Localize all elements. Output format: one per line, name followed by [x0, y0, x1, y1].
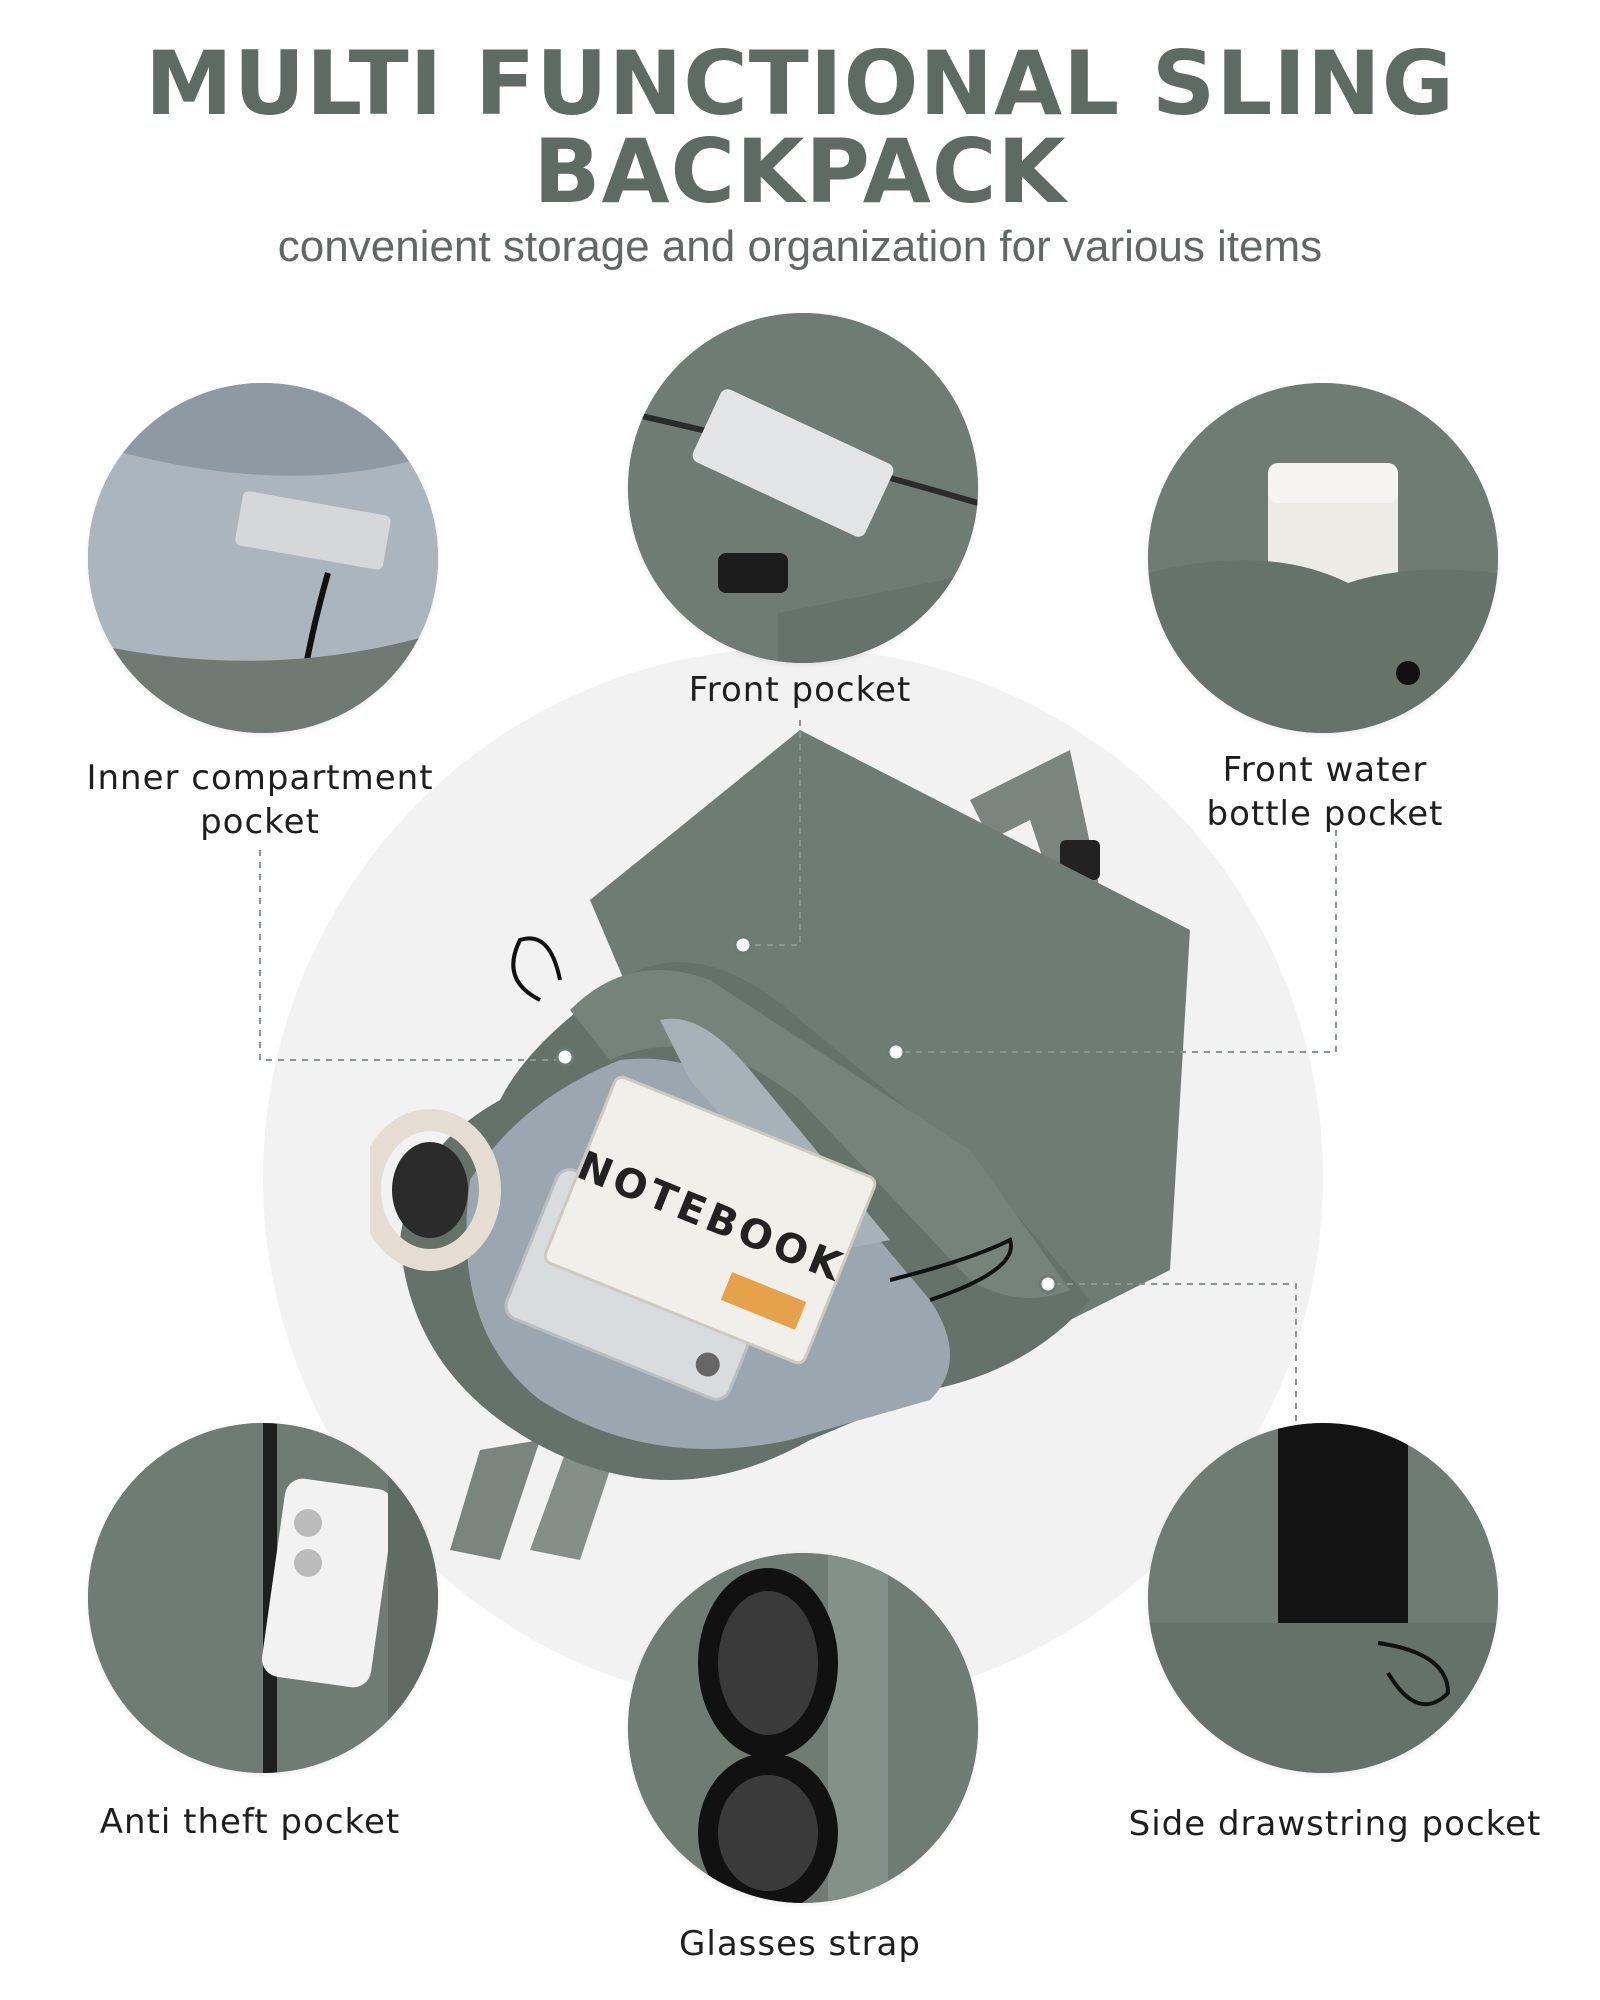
label-glasses-strap: Glasses strap — [679, 1924, 921, 1964]
anti-theft-thumbnail — [88, 1423, 438, 1773]
callout-dot-inner — [555, 1047, 575, 1067]
front-pocket-thumbnail — [628, 313, 978, 663]
callout-dot-bottle — [886, 1042, 906, 1062]
title-line-1: MULTI FUNCTIONAL SLING — [145, 32, 1455, 135]
label-inner-compartment: Inner compartment pocket — [80, 756, 440, 844]
callout-dot-side — [1038, 1274, 1058, 1294]
glasses-strap-thumbnail — [628, 1553, 978, 1903]
callout-water-bottle — [896, 830, 1337, 1053]
label-anti-theft: Anti theft pocket — [99, 1802, 401, 1842]
drawstring-side — [889, 1237, 1013, 1302]
inner-compartment-thumbnail — [88, 383, 438, 733]
white-sunglasses — [370, 1109, 501, 1271]
drawstring-top — [511, 936, 562, 1002]
label-water-bottle: Front water bottle pocket — [1150, 748, 1500, 836]
water-bottle-thumbnail — [1148, 383, 1498, 733]
side-drawstring-thumbnail — [1148, 1423, 1498, 1773]
callout-inner-compartment — [259, 850, 560, 1061]
label-side-drawstring: Side drawstring pocket — [1128, 1804, 1542, 1844]
label-inner-line-2: pocket — [200, 802, 320, 842]
callout-front-pocket — [745, 720, 801, 946]
subtitle: convenient storage and organization for … — [277, 222, 1323, 271]
page-title: MULTI FUNCTIONAL SLING BACKPACK — [0, 40, 1600, 216]
backpack-illustration: NOTEBOOK — [370, 730, 1190, 1560]
notebook: NOTEBOOK — [543, 1075, 877, 1365]
label-bottle-line-1: Front water — [1222, 750, 1428, 790]
label-front-pocket: Front pocket — [688, 670, 912, 710]
title-line-2: BACKPACK — [533, 120, 1067, 223]
open-flap — [570, 970, 1070, 1298]
callout-dot-front — [733, 935, 753, 955]
bottom-strap-left — [450, 1440, 540, 1560]
label-inner-line-1: Inner compartment — [86, 758, 434, 798]
bottom-strap-right — [530, 1440, 620, 1560]
label-bottle-line-2: bottle pocket — [1206, 794, 1444, 834]
